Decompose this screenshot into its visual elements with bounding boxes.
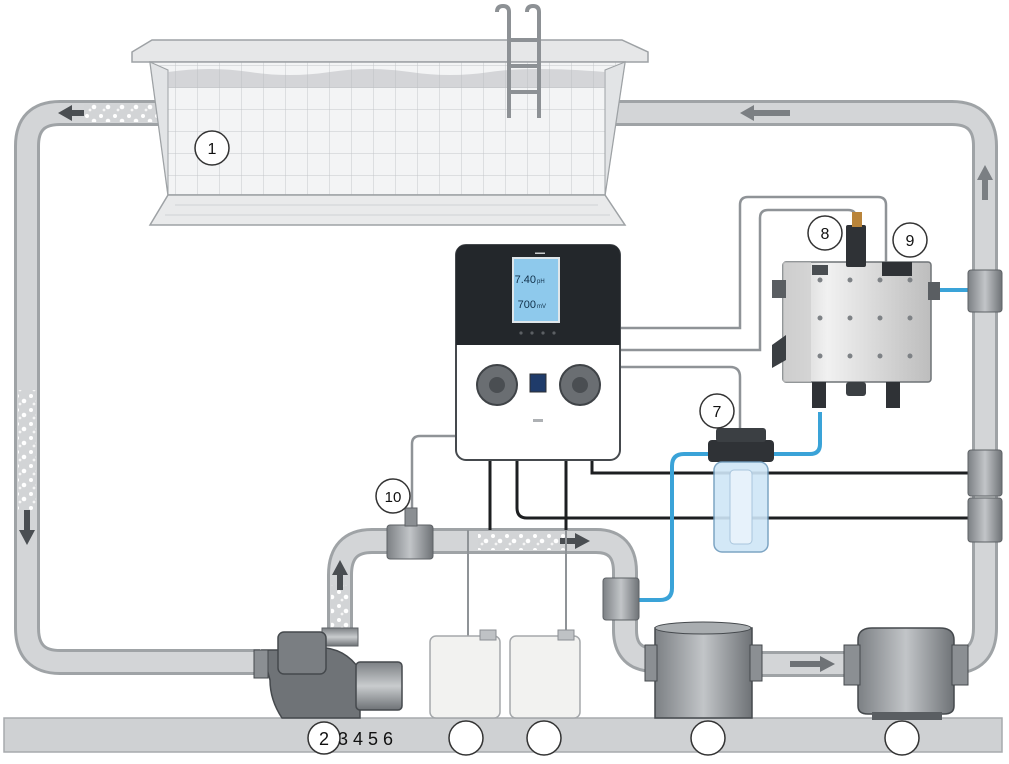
callout-cell-top: 8 — [807, 215, 843, 251]
controller-knob-right — [559, 364, 601, 406]
svg-text:8: 8 — [821, 226, 830, 243]
sensor-filter-housing — [708, 428, 774, 553]
controller-knob-left — [476, 364, 518, 406]
pipe-loop — [14, 100, 998, 677]
sand-filter — [644, 621, 763, 719]
electrolysis-cell — [772, 212, 940, 408]
controller-unit: ▬▬ 7.40 pH 700 mV — [455, 244, 621, 461]
callout-pump: 2 — [307, 721, 341, 755]
arrow-up-icon — [332, 560, 348, 590]
reading-ph-unit: pH — [537, 279, 545, 285]
reading-mv-value: 700 — [518, 299, 536, 311]
svg-text:7: 7 — [713, 404, 722, 421]
circulation-pump — [253, 627, 403, 719]
svg-text:9: 9 — [906, 233, 915, 250]
callout-flow-switch: 10 — [375, 478, 411, 514]
arrow-right-icon — [790, 656, 835, 672]
pool-ladder — [495, 3, 541, 118]
swimming-pool — [131, 3, 649, 226]
chemical-tanks — [429, 530, 581, 719]
reading-mv-unit: mV — [537, 304, 546, 310]
flow-arrows — [19, 105, 993, 672]
bubble-zones — [18, 104, 568, 630]
callout-pool: 1 — [194, 130, 230, 166]
svg-text:10: 10 — [385, 489, 402, 506]
heat-exchanger — [843, 627, 969, 720]
reading-ph-value: 7.40 — [515, 274, 536, 286]
bottom-number-labels: 3 4 5 6 — [338, 729, 393, 749]
arrow-down-icon — [19, 510, 35, 545]
controller-screen — [512, 257, 560, 323]
arrow-up-icon — [977, 165, 993, 200]
svg-text:▬▬: ▬▬ — [535, 250, 545, 256]
empty-callouts — [448, 720, 920, 756]
floor — [3, 717, 1003, 753]
arrow-right-icon — [560, 533, 590, 549]
flow-switch — [386, 507, 434, 560]
arrow-left-icon — [58, 105, 84, 121]
callout-cell-right: 9 — [892, 222, 928, 258]
callout-sensor-probe: 7 — [699, 393, 735, 429]
svg-text:2: 2 — [319, 729, 329, 749]
svg-text:1: 1 — [208, 141, 217, 158]
arrow-left-icon — [740, 105, 790, 121]
pipe-clamps — [602, 269, 1003, 621]
